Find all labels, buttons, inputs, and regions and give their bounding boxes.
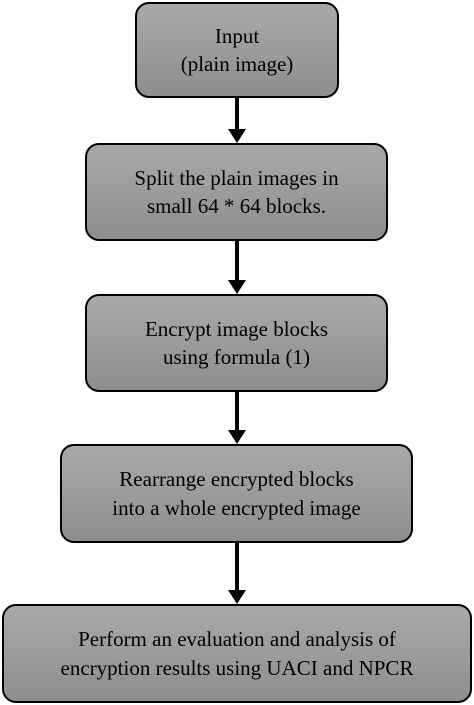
step-split-line-2: small 64 * 64 blocks. — [146, 194, 327, 218]
arrow-rearrange-to-evaluate — [228, 543, 246, 604]
step-evaluate-line-1: Perform an evaluation and analysis of — [78, 627, 396, 652]
step-encrypt-line-2: using formula (1) — [163, 345, 310, 369]
step-rearrange-line-2: into a whole encrypted image — [112, 495, 361, 520]
step-evaluate-line-2: encryption results using UACI and NPCR — [60, 655, 414, 680]
arrow-input-to-split — [228, 98, 246, 143]
step-split-line-1: Split the plain images in — [134, 165, 339, 190]
step-split-blocks: Split the plain images in small 64 * 64 … — [85, 143, 388, 241]
step-input-line-1: Input — [214, 23, 260, 48]
step-encrypt-line-1: Encrypt image blocks — [144, 316, 329, 341]
step-rearrange-blocks: Rearrange encrypted blocks into a whole … — [60, 444, 413, 543]
arrow-encrypt-to-rearrange — [228, 392, 246, 444]
step-evaluate-results: Perform an evaluation and analysis of en… — [2, 604, 472, 703]
step-rearrange-line-1: Rearrange encrypted blocks — [119, 467, 354, 492]
step-input-line-2: (plain image) — [180, 52, 294, 76]
arrow-split-to-encrypt — [228, 241, 246, 294]
step-input: Input (plain image) — [135, 2, 339, 98]
step-encrypt-blocks: Encrypt image blocks using formula (1) — [85, 294, 388, 392]
